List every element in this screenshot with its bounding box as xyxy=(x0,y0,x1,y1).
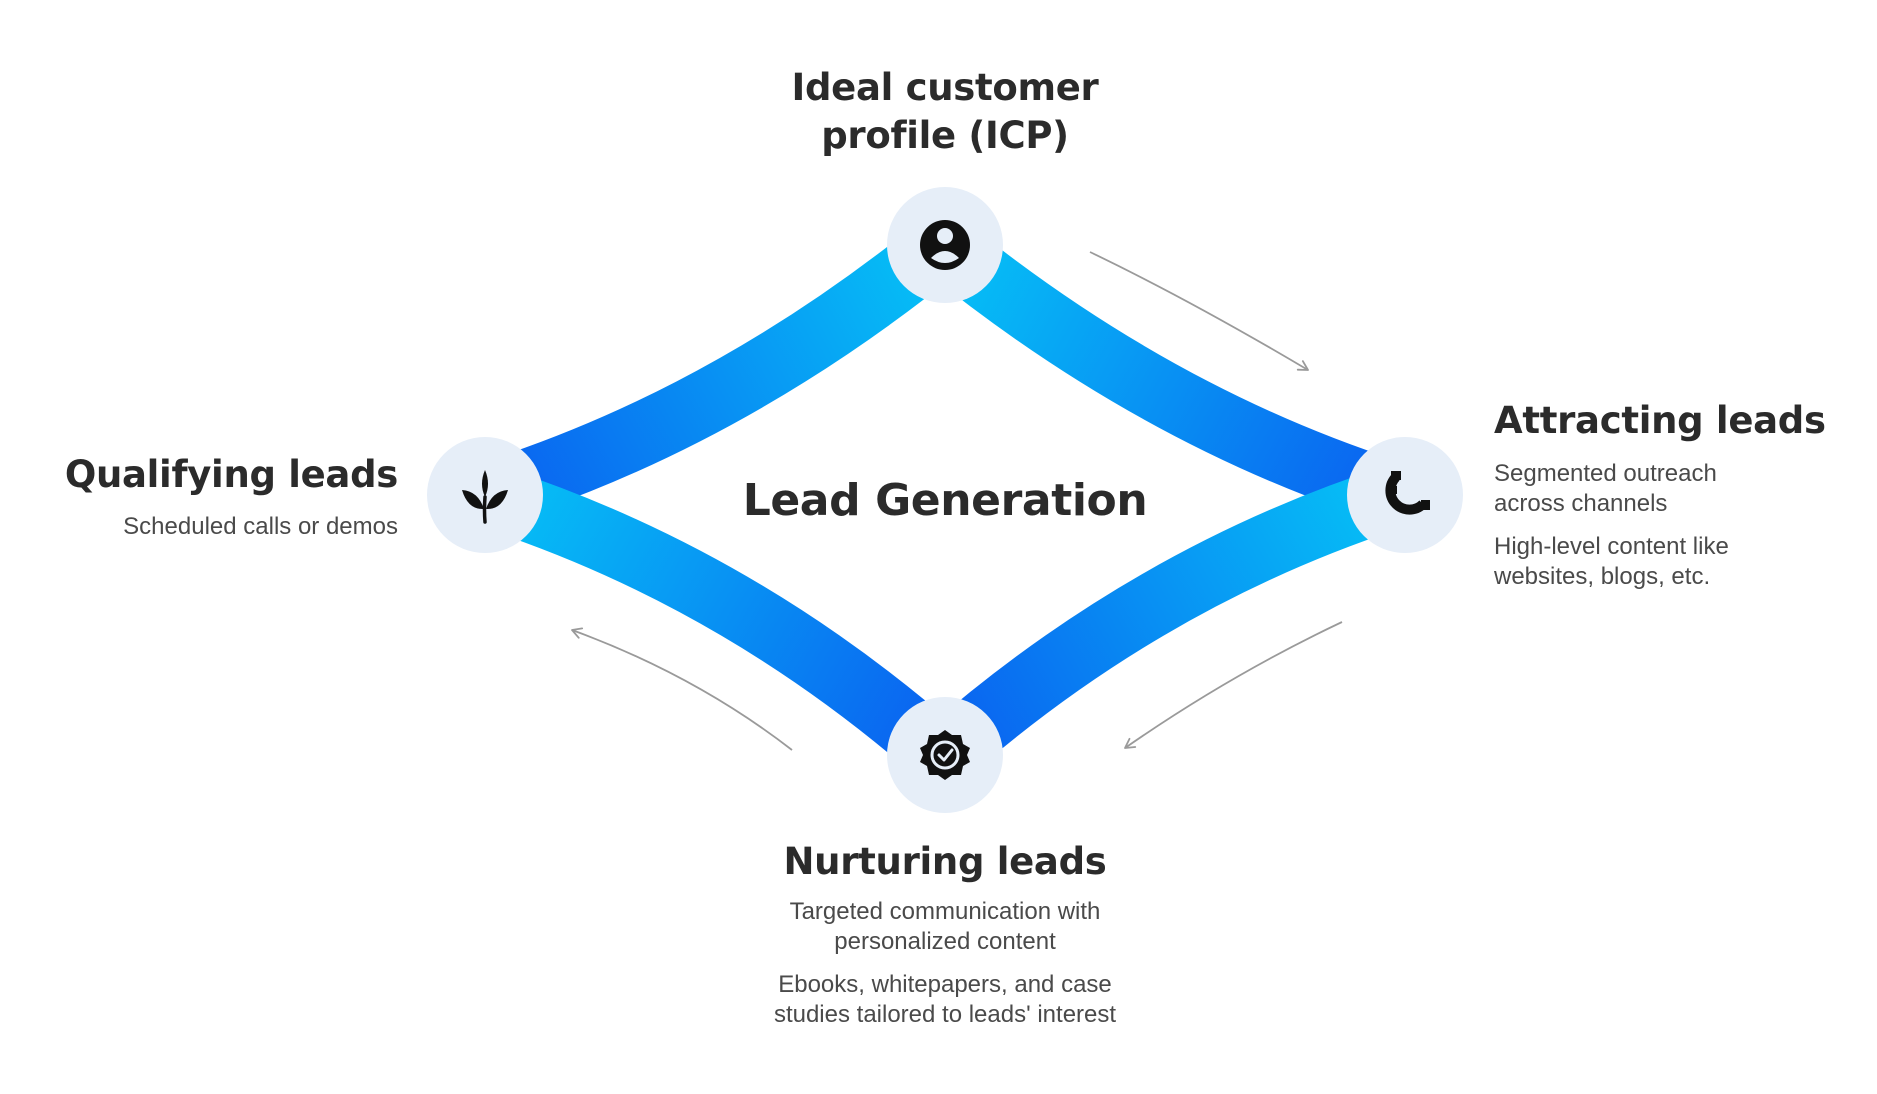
icp-title: Ideal customer profile (ICP) xyxy=(791,66,1099,157)
qualifying-title: Qualifying leads xyxy=(64,453,398,496)
nurturing-desc-2: Ebooks, whitepapers, and case studies ta… xyxy=(773,971,1117,1028)
user-profile-icon xyxy=(920,220,970,270)
band-attracting-to-nurturing xyxy=(923,464,1410,780)
arrow-attracting-to-nurturing xyxy=(1124,621,1343,749)
band-icp-to-qualifying xyxy=(475,221,961,526)
nurturing-title: Nurturing leads xyxy=(783,840,1107,883)
nurturing-desc-1: Targeted communication with personalized… xyxy=(789,898,1101,955)
sprout-icon xyxy=(462,470,508,524)
verified-badge-icon xyxy=(920,730,970,780)
band-qualifying-to-nurturing xyxy=(475,464,962,780)
node-attracting xyxy=(1347,437,1463,553)
attracting-desc-1: Segmented outreach across channels xyxy=(1494,460,1717,517)
arrow-icp-to-attracting xyxy=(1089,251,1309,371)
center-title: Lead Generation xyxy=(742,475,1148,526)
node-qualifying xyxy=(427,437,543,553)
magnet-icon xyxy=(1385,471,1430,515)
band-icp-to-attracting xyxy=(924,221,1410,526)
attracting-desc-2: High-level content like websites, blogs,… xyxy=(1494,533,1729,590)
node-nurturing xyxy=(887,697,1003,813)
attracting-title: Attracting leads xyxy=(1494,399,1826,442)
qualifying-desc-1: Scheduled calls or demos xyxy=(123,513,398,540)
arrow-nurturing-to-qualifying xyxy=(571,627,793,751)
node-icp xyxy=(887,187,1003,303)
